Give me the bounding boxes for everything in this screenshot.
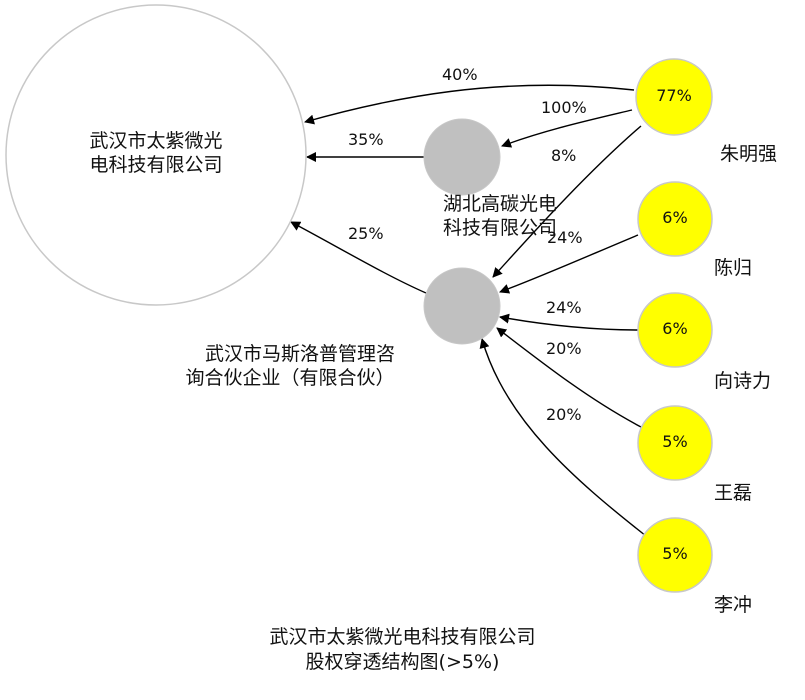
edge-zhu-hubei xyxy=(501,109,633,148)
wang-name: 王磊 xyxy=(714,482,753,504)
edge-li-masi xyxy=(479,338,647,537)
caption-line-1: 武汉市太紫微光电科技有限公司 xyxy=(269,626,536,648)
edge-label-zhu-target: 40% xyxy=(442,65,478,84)
edge-masi-target xyxy=(290,221,427,294)
masi-label: 武汉市马斯洛普管理咨 询合伙企业（有限合伙） xyxy=(140,343,440,391)
target-label-line-2: 电科技有限公司 xyxy=(89,153,223,176)
edge-xiang-masi xyxy=(499,313,639,331)
edge-zhu-masi xyxy=(492,125,642,278)
node-zhu xyxy=(635,58,713,136)
zhu-name: 朱明强 xyxy=(720,143,778,165)
diagram-caption: 武汉市太紫微光电科技有限公司 股权穿透结构图(>5%) xyxy=(0,625,805,674)
hubei-label-line-1: 湖北高碳光电 xyxy=(442,193,557,215)
zhu-pct: 77% xyxy=(656,86,692,105)
node-wang xyxy=(637,405,713,481)
edge-zhu-target xyxy=(304,84,635,125)
edge-label-zhu-masi: 8% xyxy=(551,146,577,165)
edge-label-li-masi: 20% xyxy=(546,405,582,424)
chen-pct: 6% xyxy=(662,208,688,227)
caption-line-2: 股权穿透结构图(>5%) xyxy=(305,650,500,673)
wang-pct: 5% xyxy=(662,432,688,451)
node-hubei xyxy=(423,118,501,196)
edge-chen-masi xyxy=(499,234,639,294)
li-pct: 5% xyxy=(662,544,688,563)
masi-label-line-2: 询合伙企业（有限合伙） xyxy=(185,366,395,389)
xiang-pct: 6% xyxy=(662,319,688,338)
edge-label-zhu-hubei: 100% xyxy=(541,98,587,117)
node-target xyxy=(5,4,307,306)
edge-wang-masi xyxy=(496,327,642,428)
target-label: 武汉市太紫微光 电科技有限公司 xyxy=(56,130,256,178)
hubei-label: 湖北高碳光电 科技有限公司 xyxy=(400,193,600,241)
xiang-name: 向诗力 xyxy=(714,370,772,392)
target-label-line-1: 武汉市太紫微光 xyxy=(89,130,223,152)
chen-name: 陈归 xyxy=(714,257,753,279)
node-xiang xyxy=(637,292,713,368)
node-chen xyxy=(637,181,713,257)
masi-label-line-1: 武汉市马斯洛普管理咨 xyxy=(204,343,395,365)
edge-label-hubei-target: 35% xyxy=(348,130,384,149)
li-name: 李冲 xyxy=(714,594,753,616)
edge-label-wang-masi: 20% xyxy=(546,339,582,358)
edge-label-chen-masi: 24% xyxy=(547,228,583,247)
edge-label-masi-target: 25% xyxy=(348,224,384,243)
edge-label-xiang-masi: 24% xyxy=(546,298,582,317)
node-li xyxy=(637,517,713,593)
node-masi xyxy=(423,267,501,345)
hubei-label-line-2: 科技有限公司 xyxy=(442,216,557,239)
